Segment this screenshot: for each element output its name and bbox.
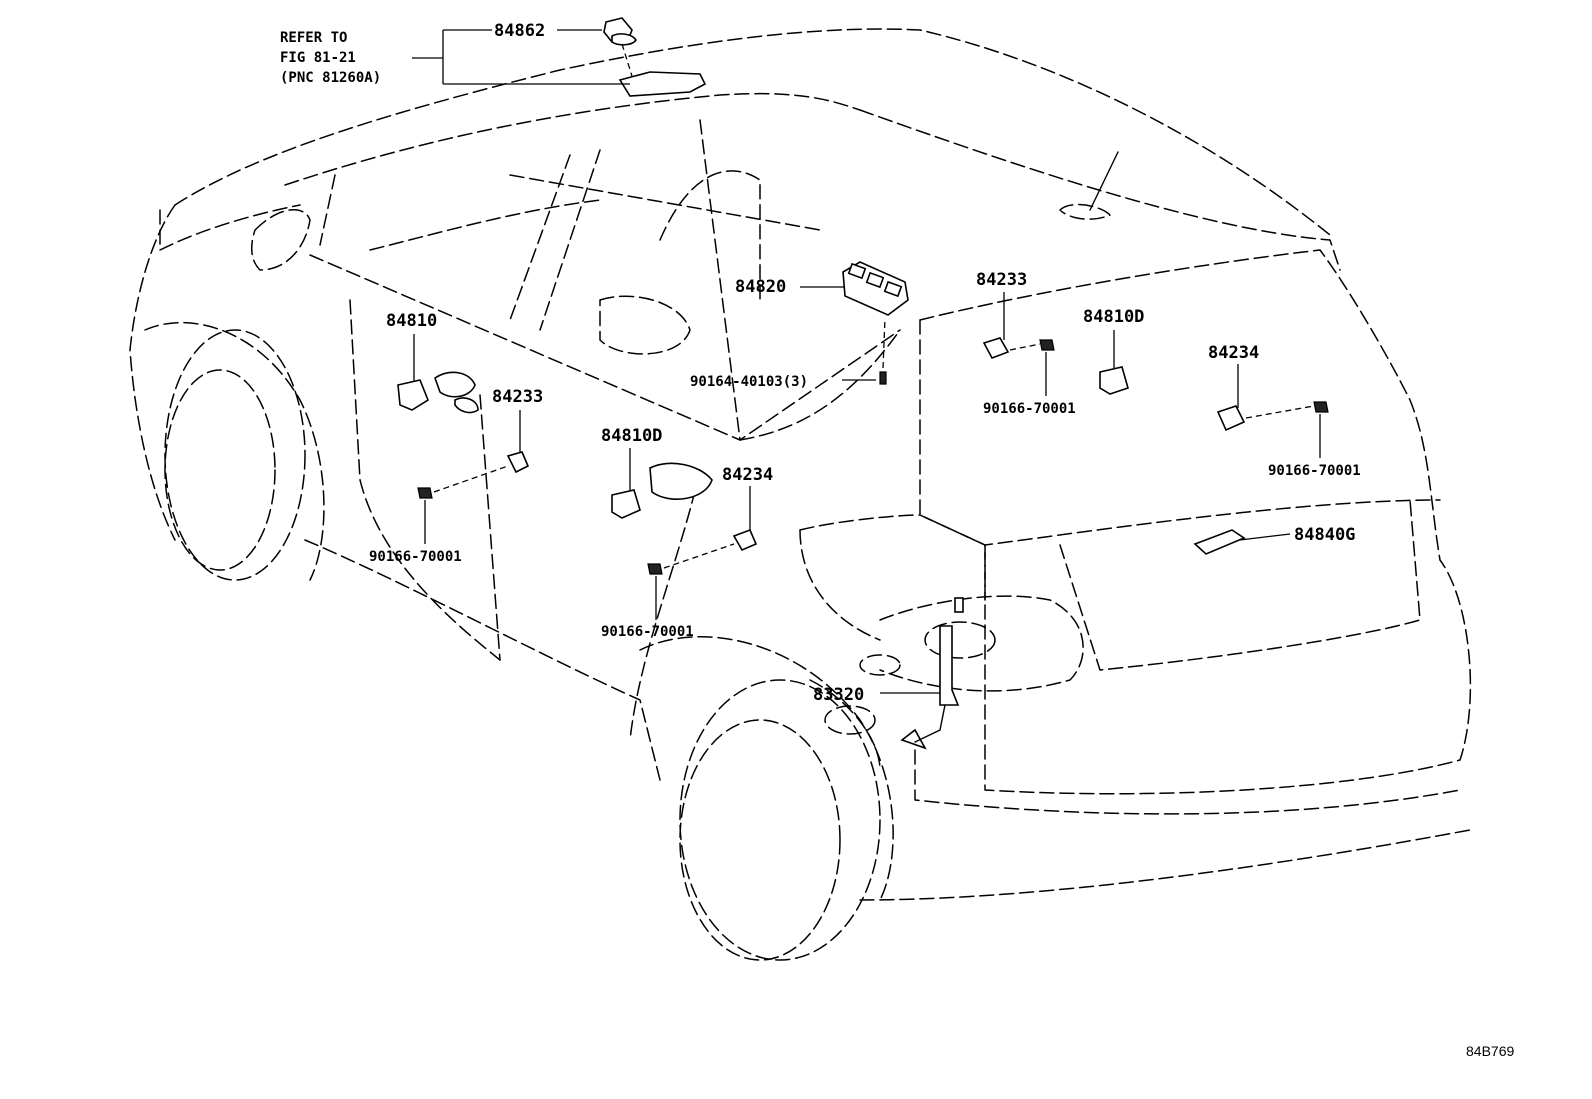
label-84810d-center: 84810D <box>601 426 662 446</box>
refer-note-line3: (PNC 81260A) <box>280 70 381 86</box>
fuel-sender-83320-part <box>939 625 960 706</box>
leader-lines <box>412 29 1321 694</box>
label-90166-center: 90166-70001 <box>601 624 694 640</box>
courtesy-switch-84233-left-part <box>506 451 530 474</box>
courtesy-switch-84234-center-part <box>732 528 758 552</box>
label-84820: 84820 <box>735 277 786 297</box>
courtesy-switch-84234-right-part <box>1216 405 1246 432</box>
courtesy-switch-84233-right-part <box>982 337 1010 359</box>
screw-90164-part <box>879 371 887 385</box>
figure-id: 84B769 <box>1466 1043 1514 1059</box>
screw-90166-center-part <box>647 563 663 575</box>
label-84810d-right: 84810D <box>1083 307 1144 327</box>
label-90166-right-lower: 90166-70001 <box>1268 463 1361 479</box>
parts <box>397 17 1329 750</box>
window-switch-84810d-right-part <box>1099 366 1129 395</box>
label-83320: 83320 <box>813 685 864 705</box>
screw-90166-left-part <box>417 487 433 499</box>
label-90166-left: 90166-70001 <box>369 549 462 565</box>
label-84233-right: 84233 <box>976 270 1027 290</box>
label-90166-right-upper: 90166-70001 <box>983 401 1076 417</box>
label-84840g: 84840G <box>1294 525 1355 545</box>
window-switch-84810-part <box>397 379 429 411</box>
overhead-console-part <box>618 71 707 97</box>
label-84233-left: 84233 <box>492 387 543 407</box>
screw-90166-rt1-part <box>1039 339 1055 351</box>
refer-note-line1: REFER TO <box>280 30 347 46</box>
label-84234-center: 84234 <box>722 465 773 485</box>
screw-90166-rt2-part <box>1313 401 1329 413</box>
label-84234-right: 84234 <box>1208 343 1259 363</box>
label-84810-left: 84810 <box>386 311 437 331</box>
labels: REFER TO FIG 81-21 (PNC 81260A) 84862 84… <box>280 21 1514 1059</box>
cap-84862-part <box>611 33 637 46</box>
vehicle-outline <box>129 28 1472 961</box>
label-90164-40103: 90164-40103(3) <box>690 374 808 390</box>
back-door-opener-switch-84840g-part <box>1193 529 1246 555</box>
refer-note-line2: FIG 81-21 <box>280 50 356 66</box>
label-84862: 84862 <box>494 21 545 41</box>
window-switch-84810d-center-part <box>611 489 641 519</box>
